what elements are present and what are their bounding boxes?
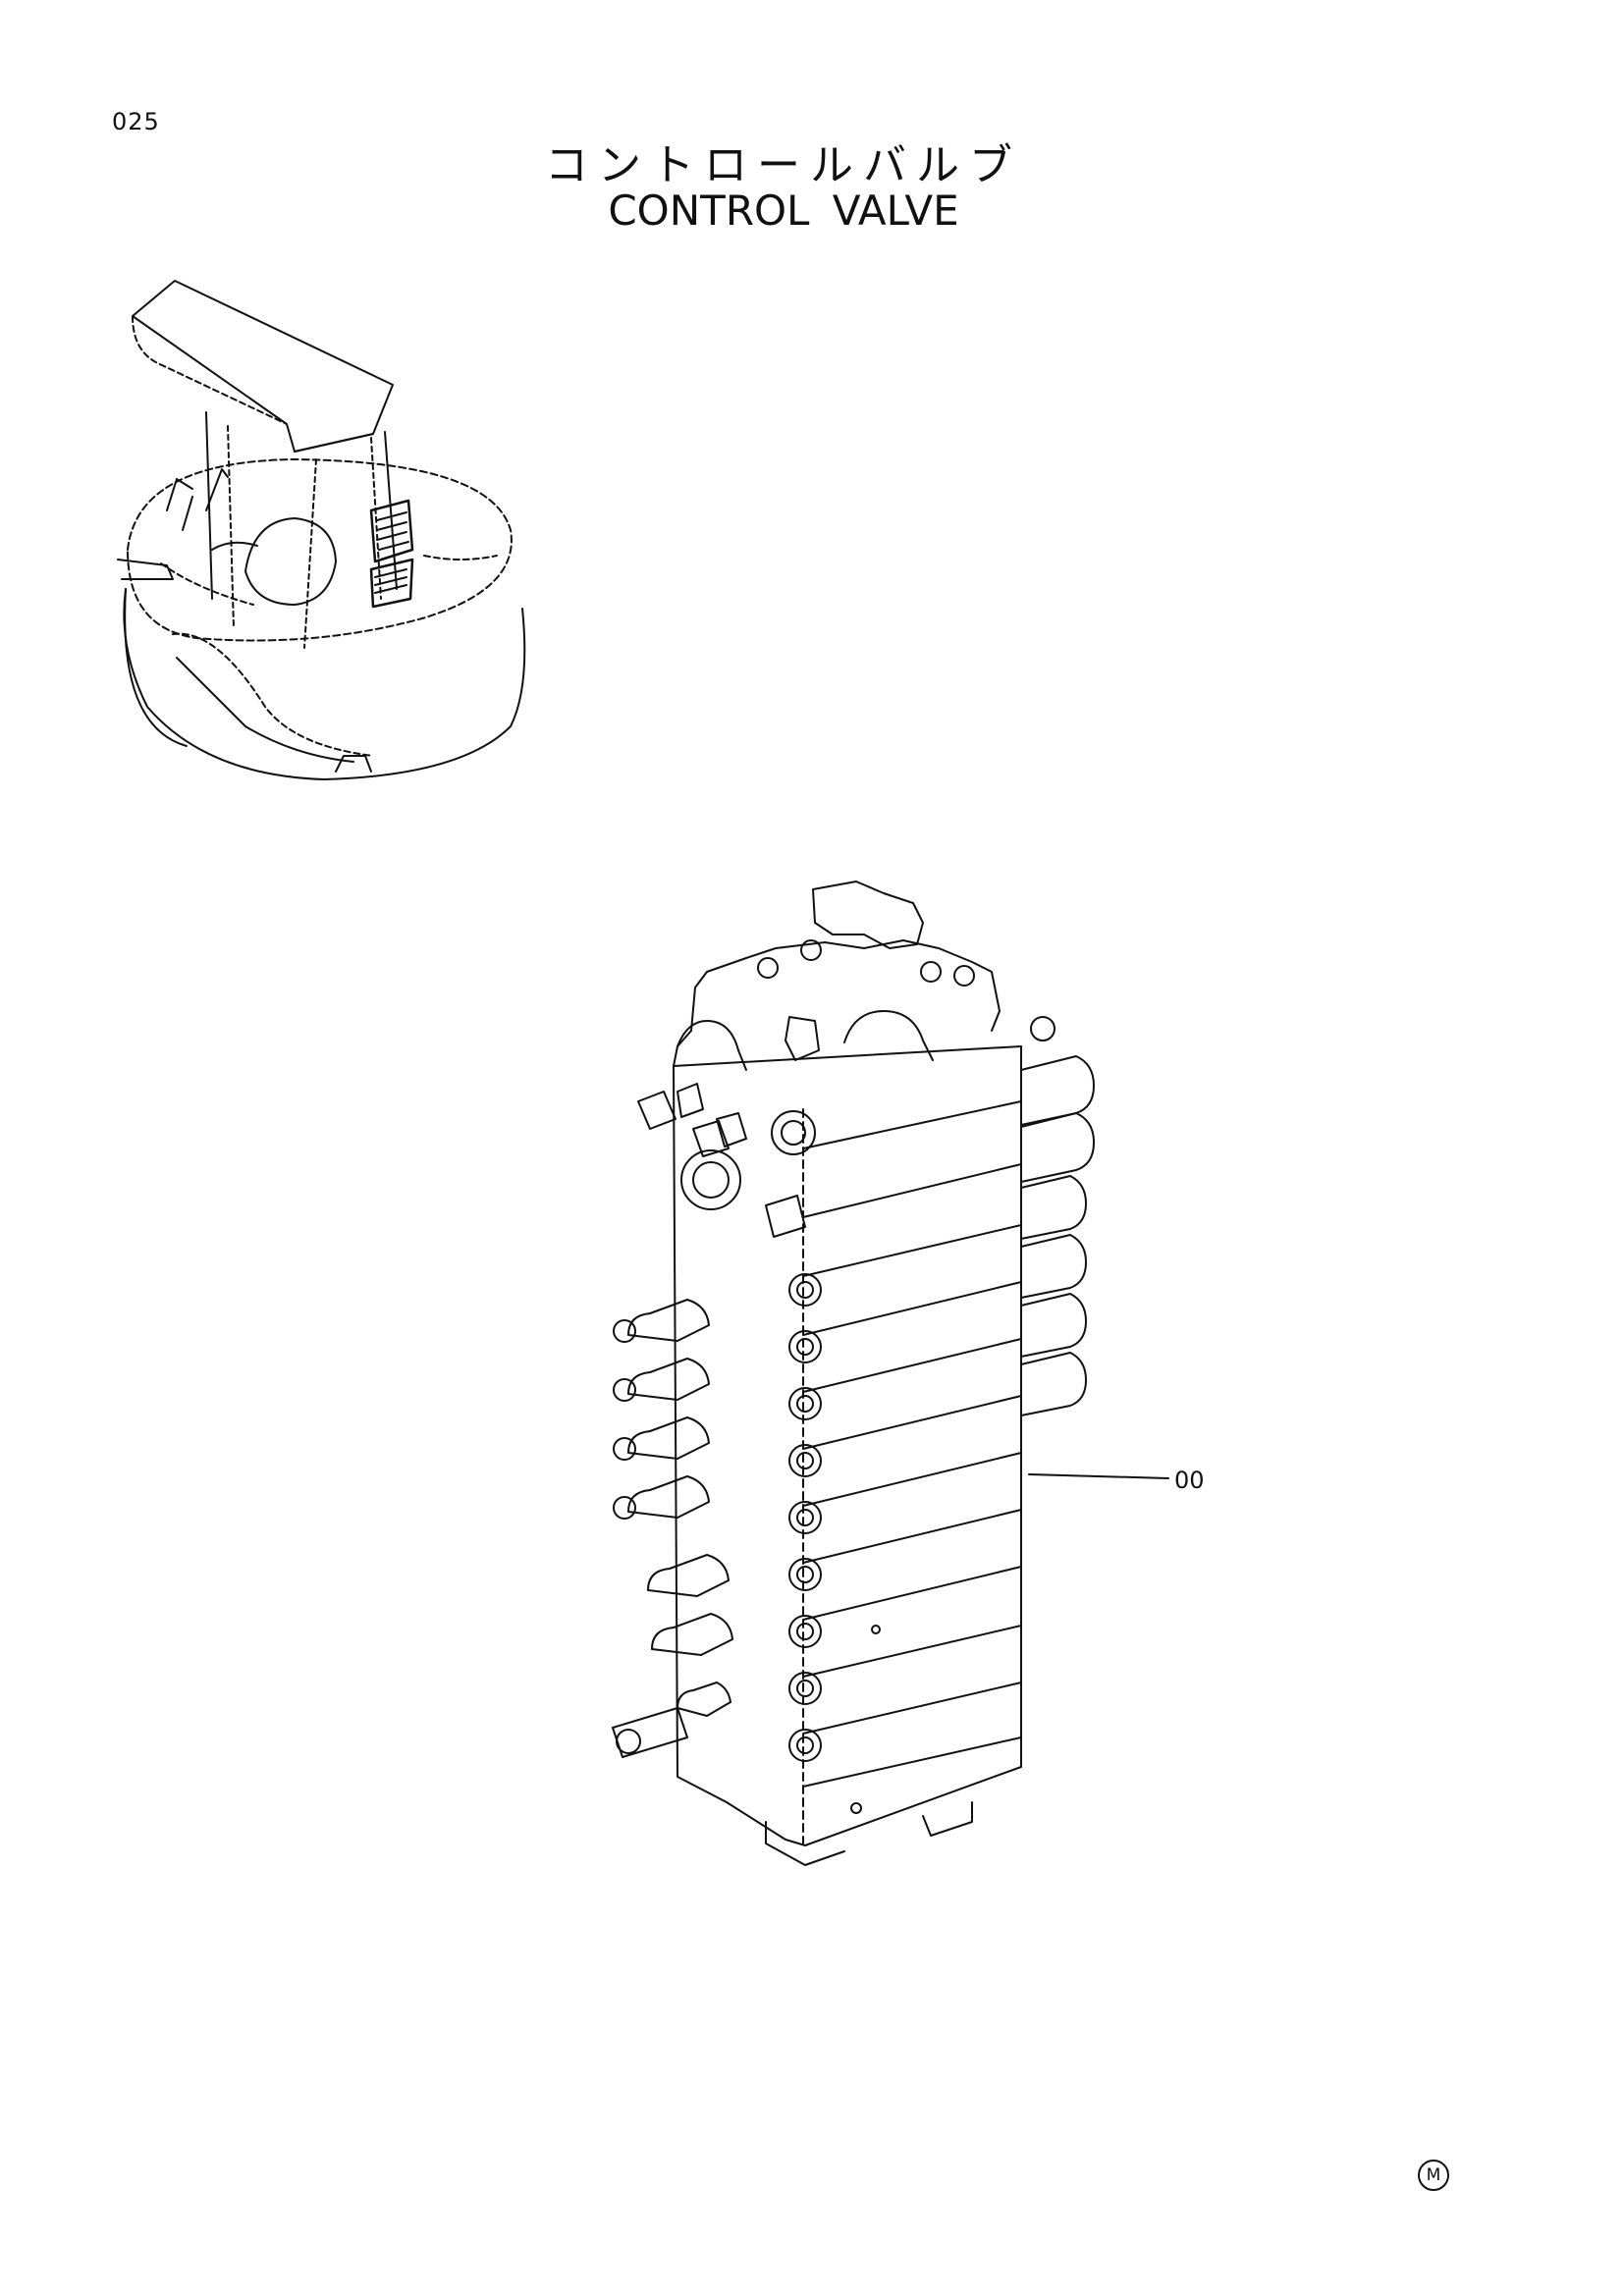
machine-overview-diagram (117, 280, 526, 780)
callout-label: 00 (1174, 1467, 1205, 1494)
m-mark-symbol: M (1418, 2160, 1449, 2191)
page-title-japanese: コントロールバルブ (545, 140, 1022, 190)
page-title-english: CONTROL VALVE (608, 187, 959, 235)
control-valve-drawing (612, 881, 1169, 1866)
page-number: 025 (112, 108, 160, 135)
